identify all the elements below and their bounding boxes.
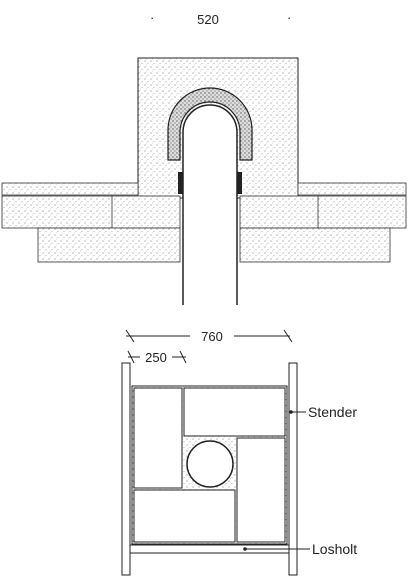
studs [121, 362, 298, 576]
label-losholt: Losholt [312, 541, 357, 557]
block-bottom-left [133, 489, 236, 543]
slab-low-right [239, 227, 391, 263]
block-top-right [183, 387, 286, 437]
dimension-250: 250 [145, 350, 167, 365]
slab-top-right [297, 182, 407, 196]
plan-view: 760 250 Stender Losholt [121, 326, 357, 576]
slab-layers [1, 182, 407, 263]
blocks [133, 387, 286, 543]
section-view: 520 · · [1, 10, 407, 305]
dimension-760: 760 [201, 329, 223, 344]
label-stender: Stender [308, 404, 357, 420]
slab-mid-right [239, 195, 407, 229]
seal-right [237, 172, 242, 194]
flue-circle [186, 440, 234, 488]
insulation-arch [167, 87, 253, 161]
dimension-520: 520 [197, 12, 219, 27]
seal-left [178, 172, 183, 194]
pipe [178, 104, 242, 305]
stud-left [121, 362, 131, 576]
slab-top-left [1, 182, 139, 196]
block-right-bottom [236, 437, 286, 543]
dimension-tick-right: · [287, 10, 291, 25]
slab-low-left [37, 227, 181, 263]
block-left-top [133, 387, 183, 489]
slab-mid-left [1, 195, 181, 229]
dimension-tick-left: · [150, 10, 154, 25]
stud-right [288, 362, 298, 576]
